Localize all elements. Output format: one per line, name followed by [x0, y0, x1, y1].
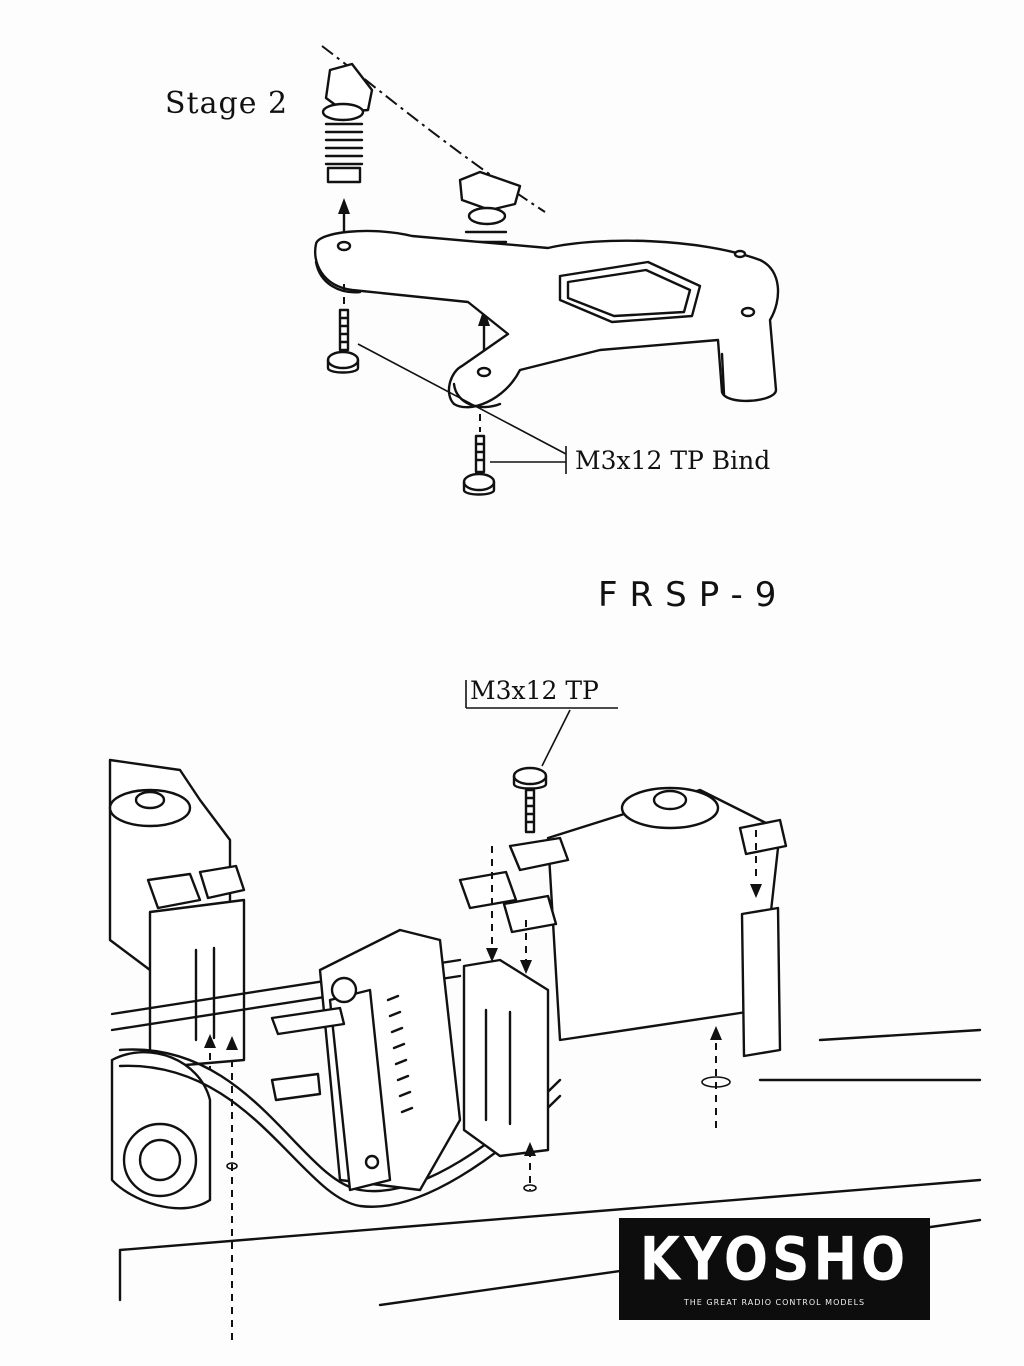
arrow-left-up — [338, 198, 350, 234]
section-code: FRSP-9 — [598, 575, 789, 615]
logo-wordmark: KYOSHO — [639, 1225, 910, 1295]
left-servo — [108, 758, 246, 1070]
bind-leader-lines — [357, 343, 567, 474]
kyosho-logo: KYOSHO THE GREAT RADIO CONTROL MODELS — [619, 1218, 930, 1320]
servo-mount-posts — [462, 906, 782, 1158]
left-spring-cap — [321, 62, 374, 184]
frsp9-illustration — [108, 680, 982, 1340]
guide-lines — [204, 830, 762, 1340]
axle-belt — [110, 958, 562, 1210]
stage-title: Stage 2 — [165, 86, 289, 121]
gear-housing — [270, 928, 462, 1192]
stage2-illustration — [313, 45, 780, 496]
tp-screw — [512, 766, 548, 834]
bracket — [313, 229, 780, 409]
left-screw — [326, 284, 360, 374]
right-servo — [458, 786, 788, 1042]
screw-tp-label: M3x12 TP — [470, 676, 599, 705]
logo-tagline: THE GREAT RADIO CONTROL MODELS — [683, 1298, 866, 1307]
right-screw — [462, 414, 496, 496]
screw-bind-label: M3x12 TP Bind — [575, 446, 771, 475]
